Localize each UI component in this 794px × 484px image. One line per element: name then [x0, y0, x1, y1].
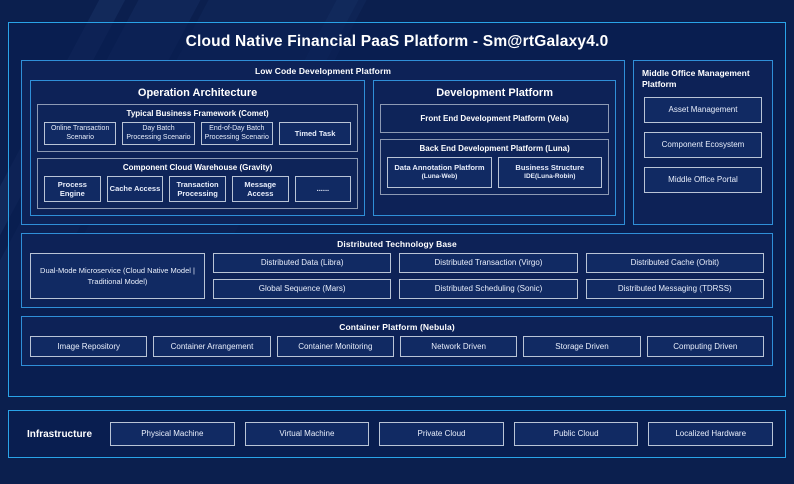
dtb-column-2: Distributed Transaction (Virgo) Distribu…: [399, 253, 578, 299]
chip-dual-mode-microservice[interactable]: Dual-Mode Microservice (Cloud Native Mod…: [30, 253, 205, 299]
infrastructure-items: Physical Machine Virtual Machine Private…: [110, 422, 773, 446]
chip-middle-office-portal[interactable]: Middle Office Portal: [644, 166, 762, 193]
development-platform-title: Development Platform: [436, 87, 553, 99]
component-cloud-warehouse-group: Component Cloud Warehouse (Gravity) Proc…: [37, 158, 359, 209]
chip-data-annotation-platform[interactable]: Data Annotation Platform (Luna-Web): [387, 157, 492, 188]
chip-component-ecosystem[interactable]: Component Ecosystem: [644, 131, 762, 158]
typical-business-framework-items: Online Transaction Scenario Day Batch Pr…: [38, 122, 357, 145]
chip-asset-management[interactable]: Asset Management: [644, 96, 762, 123]
chip-localized-hardware[interactable]: Localized Hardware: [648, 422, 773, 446]
chip-end-of-day-batch-processing-scenario[interactable]: End-of-Day Batch Processing Scenario: [200, 122, 273, 145]
chip-virtual-machine[interactable]: Virtual Machine: [244, 422, 370, 446]
chip-private-cloud[interactable]: Private Cloud: [379, 422, 504, 446]
container-platform-title: Container Platform (Nebula): [339, 322, 455, 332]
low-code-panel-title: Low Code Development Platform: [254, 66, 392, 76]
middle-office-management-platform-panel: Middle Office Management Platform Asset …: [633, 60, 773, 225]
operation-architecture-title: Operation Architecture: [137, 87, 258, 99]
chip-global-sequence-mars[interactable]: Global Sequence (Mars): [213, 279, 392, 299]
distributed-technology-base-title: Distributed Technology Base: [337, 239, 457, 249]
chip-container-monitoring[interactable]: Container Monitoring: [276, 336, 394, 357]
low-code-development-platform-panel: Low Code Development Platform Operation …: [21, 60, 625, 225]
chip-computing-driven[interactable]: Computing Driven: [646, 336, 764, 357]
back-end-development-platform-title: Back End Development Platform (Luna): [419, 144, 570, 153]
component-cloud-warehouse-items: Process Engine Cache Access Transaction …: [38, 176, 357, 202]
platform-frame: Cloud Native Financial PaaS Platform - S…: [8, 22, 786, 397]
page-title: Cloud Native Financial PaaS Platform - S…: [185, 33, 609, 50]
chip-business-structure-ide-label: Business Structure: [515, 163, 585, 173]
chip-distributed-data-libra[interactable]: Distributed Data (Libra): [213, 253, 392, 273]
typical-business-framework-group: Typical Business Framework (Comet) Onlin…: [37, 104, 359, 152]
chip-distributed-messaging-tdrss[interactable]: Distributed Messaging (TDRSS): [585, 279, 764, 299]
chip-message-access[interactable]: Message Access: [231, 176, 289, 202]
chip-timed-task[interactable]: Timed Task: [278, 122, 352, 145]
chip-distributed-scheduling-sonic[interactable]: Distributed Scheduling (Sonic): [399, 279, 578, 299]
chip-data-annotation-platform-label: Data Annotation Platform: [394, 163, 485, 173]
operation-architecture-panel: Operation Architecture Typical Business …: [30, 80, 366, 216]
chip-physical-machine[interactable]: Physical Machine: [110, 422, 235, 446]
back-end-items: Data Annotation Platform (Luna-Web) Busi…: [381, 157, 608, 188]
chip-process-engine[interactable]: Process Engine: [44, 176, 101, 202]
dtb-column-3: Distributed Cache (Orbit) Distributed Me…: [585, 253, 764, 299]
chip-distributed-cache-orbit[interactable]: Distributed Cache (Orbit): [585, 253, 764, 273]
container-platform-panel: Container Platform (Nebula) Image Reposi…: [21, 316, 773, 366]
development-platform-panel: Development Platform Front End Developme…: [373, 80, 616, 216]
front-end-development-platform-box[interactable]: Front End Development Platform (Vela): [380, 104, 609, 133]
chip-data-annotation-platform-sub: (Luna-Web): [421, 173, 458, 181]
container-platform-items: Image Repository Container Arrangement C…: [22, 336, 772, 365]
chip-image-repository[interactable]: Image Repository: [30, 336, 148, 357]
typical-business-framework-title: Typical Business Framework (Comet): [126, 109, 269, 118]
chip-transaction-processing[interactable]: Transaction Processing: [169, 176, 226, 202]
back-end-development-platform-box: Back End Development Platform (Luna) Dat…: [380, 139, 609, 195]
infrastructure-frame: Infrastructure Physical Machine Virtual …: [8, 410, 786, 458]
chip-distributed-transaction-virgo[interactable]: Distributed Transaction (Virgo): [399, 253, 578, 273]
chip-storage-driven[interactable]: Storage Driven: [523, 336, 641, 357]
dtb-column-1: Distributed Data (Libra) Global Sequence…: [213, 253, 392, 299]
component-cloud-warehouse-title: Component Cloud Warehouse (Gravity): [122, 163, 273, 172]
middle-office-panel-title: Middle Office Management Platform: [642, 68, 750, 90]
chip-day-batch-processing-scenario[interactable]: Day Batch Processing Scenario: [122, 122, 195, 145]
chip-container-arrangement[interactable]: Container Arrangement: [153, 336, 271, 357]
infrastructure-label: Infrastructure: [27, 428, 93, 440]
chip-business-structure-ide[interactable]: Business Structure IDE(Luna-Robin): [497, 157, 603, 188]
distributed-technology-base-panel: Distributed Technology Base Dual-Mode Mi…: [21, 233, 773, 308]
chip-more-ellipsis[interactable]: ......: [294, 176, 352, 202]
chip-cache-access[interactable]: Cache Access: [106, 176, 164, 202]
chip-network-driven[interactable]: Network Driven: [399, 336, 518, 357]
chip-online-transaction-scenario[interactable]: Online Transaction Scenario: [44, 122, 117, 145]
chip-public-cloud[interactable]: Public Cloud: [513, 422, 639, 446]
top-row: Low Code Development Platform Operation …: [9, 60, 785, 225]
chip-business-structure-ide-sub: IDE(Luna-Robin): [524, 173, 576, 181]
